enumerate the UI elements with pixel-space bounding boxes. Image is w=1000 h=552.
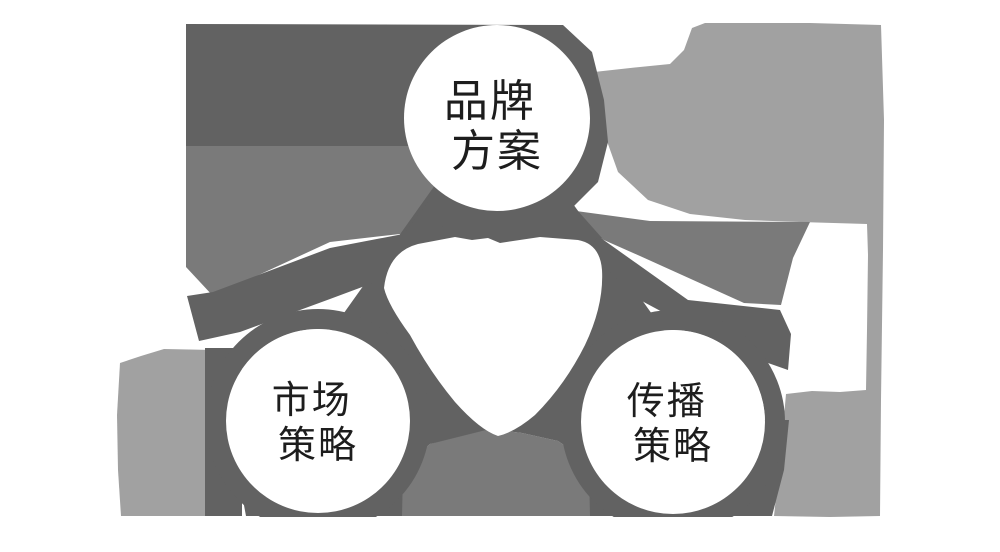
node-label-market-line1: 市场: [272, 380, 352, 422]
segment-dark-under-top-node: [396, 202, 602, 247]
segment-light-left: [117, 349, 214, 516]
node-circle-brand: [404, 25, 590, 211]
segment-dark-left-wedge: [187, 226, 445, 341]
node-circle-communication: [581, 330, 765, 514]
node-label-market: 市场 策略: [272, 380, 365, 467]
segment-medium-left: [186, 146, 452, 296]
node-label-communication: 传播 策略: [627, 381, 720, 468]
center-hole: [384, 237, 603, 436]
segment-medium-bottom: [400, 429, 591, 516]
segment-medium-right: [576, 211, 810, 305]
node-label-brand-line1: 品牌: [444, 77, 536, 126]
node-label-communication-line1: 传播: [627, 381, 707, 423]
segment-light-right: [594, 23, 884, 517]
node-label-communication-line2: 策略: [633, 426, 713, 468]
node-label-brand: 品牌 方案: [444, 77, 550, 176]
node-circle-market: [226, 329, 410, 513]
bottom-mask: [0, 517, 1000, 552]
node-label-brand-line2: 方案: [451, 127, 543, 176]
node-label-market-line2: 策略: [278, 425, 358, 467]
